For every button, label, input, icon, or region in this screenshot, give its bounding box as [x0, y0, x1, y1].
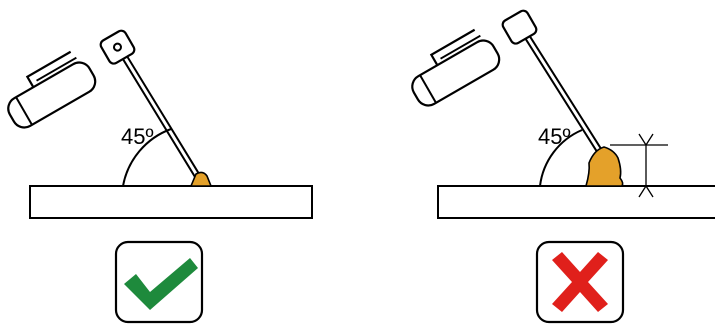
angle-arc — [122, 128, 172, 187]
angle-arc — [539, 129, 583, 187]
angle-label: 45º — [121, 124, 154, 149]
angle-label: 45º — [538, 124, 571, 149]
checkmark-icon — [124, 258, 198, 310]
correct-verdict-box — [114, 240, 204, 324]
base-metal-plate — [437, 185, 715, 219]
x-mark-icon — [552, 252, 608, 312]
electrode-holder-head — [99, 29, 136, 65]
incorrect-verdict-box — [535, 240, 625, 324]
correct-technique-panel: 45º — [7, 29, 313, 324]
weld-bead-small — [189, 171, 213, 187]
electrode-holder-head — [501, 9, 538, 45]
incorrect-technique-panel: 45º — [411, 9, 715, 324]
electrode-holder-handle — [7, 50, 97, 129]
weld-bead-large — [584, 146, 624, 187]
base-metal-plate — [29, 185, 313, 219]
electrode-holder-handle — [411, 28, 501, 107]
bead-height-dimension — [610, 133, 668, 198]
